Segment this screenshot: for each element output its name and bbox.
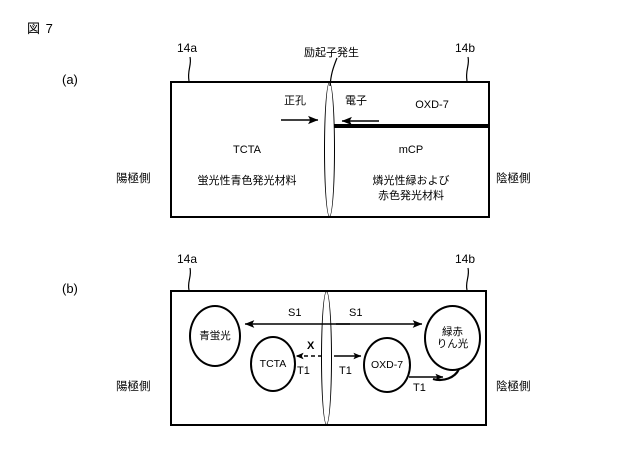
ellipse-green-red-line2: りん光: [436, 338, 469, 350]
hole-label: 正孔: [284, 95, 306, 107]
s1-left-label: S1: [288, 307, 302, 319]
exciton-generation-label: 励起子発生: [304, 47, 359, 59]
t1-right-label: T1: [413, 382, 426, 394]
panel-a-mcp-desc-line1: 燐光性緑および: [372, 175, 450, 187]
panel-b-ref-14a: 14a: [177, 252, 198, 266]
ellipse-oxd7-label: OXD-7: [370, 358, 404, 371]
leader-line-14a-panel-b: [187, 267, 192, 291]
panel-a-cathode-side: 陰極側: [496, 173, 531, 185]
ellipse-tcta-label: TCTA: [259, 357, 287, 370]
panel-a-label: (a): [62, 72, 78, 87]
panel-a-mcp-desc-line2: 赤色発光材料: [378, 190, 444, 202]
panel-a-ref-14a: 14a: [177, 41, 198, 55]
panel-a-anode-side: 陽極側: [116, 173, 151, 185]
ellipse-green-red-label: 緑赤 りん光: [437, 326, 469, 350]
ellipse-oxd7: OXD-7: [363, 337, 411, 393]
ellipse-green-red-phosphorescence: 緑赤 りん光: [424, 305, 481, 371]
figure-title: 図 7: [27, 21, 54, 36]
panel-a-oxd7-layer-name: OXD-7: [415, 99, 449, 111]
panel-b-ref-14b: 14b: [455, 252, 476, 266]
panel-a-exciton-zone: [324, 82, 335, 217]
blocked-transfer-x-mark: X: [307, 340, 315, 352]
ellipse-blue-label: 青蛍光: [199, 329, 231, 342]
panel-b-exciton-zone: [321, 291, 332, 425]
leader-line-14b-panel-b: [465, 267, 470, 291]
t1-center-label: T1: [339, 365, 352, 377]
electron-label: 電子: [345, 95, 367, 107]
s1-right-label: S1: [349, 307, 363, 319]
panel-a-layer-divider: [331, 124, 489, 128]
panel-a-left-layer-desc: 蛍光性青色発光材料: [197, 175, 297, 187]
panel-a-mcp-layer-name: mCP: [398, 144, 424, 156]
panel-a-left-layer-name: TCTA: [233, 144, 261, 156]
panel-b-cathode-side: 陰極側: [496, 381, 531, 393]
ellipse-blue-fluorescence: 青蛍光: [189, 305, 241, 367]
panel-b-anode-side: 陽極側: [116, 381, 151, 393]
panel-b-label: (b): [62, 281, 78, 296]
ellipse-tcta: TCTA: [250, 336, 296, 392]
panel-a-ref-14b: 14b: [455, 41, 476, 55]
t1-left-label: T1: [297, 365, 310, 377]
leader-line-14b-panel-a: [465, 56, 470, 82]
leader-line-14a-panel-a: [187, 56, 192, 82]
ellipse-green-red-line1: 緑赤: [442, 325, 463, 338]
